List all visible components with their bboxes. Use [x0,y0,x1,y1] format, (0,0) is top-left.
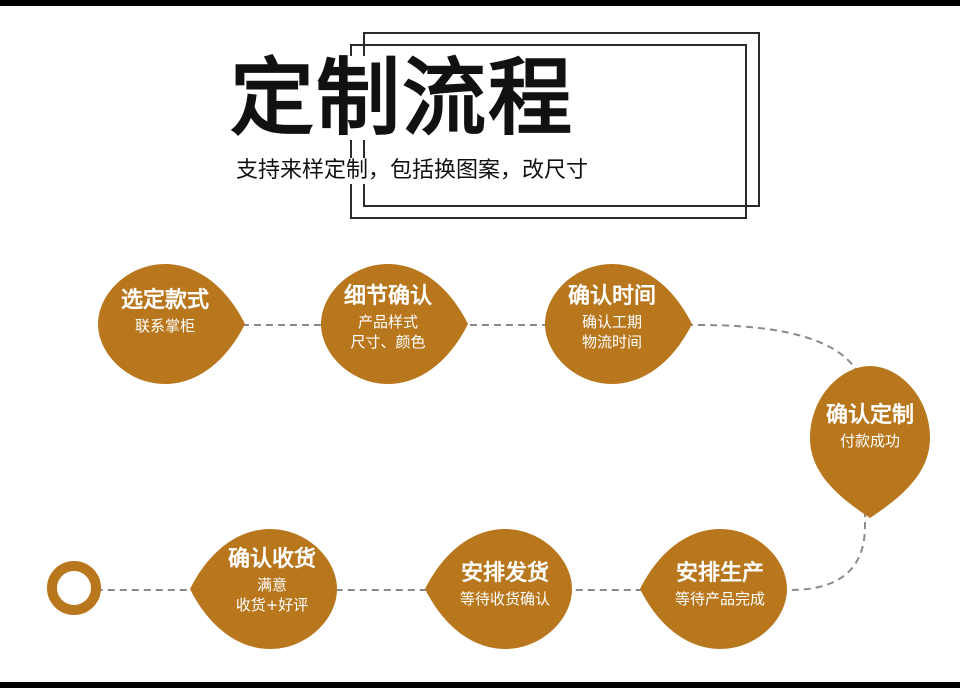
step-6-desc: 等待收货确认 [425,589,585,609]
step-6: 安排发货 等待收货确认 [425,561,585,682]
step-7-line2: 收货+好评 [235,596,309,615]
step-2-line1: 产品样式 [357,313,418,332]
step-2-name: 细节确认 [343,284,432,309]
step-1: 选定款式 联系掌柜 [85,288,245,417]
step-5-line1: 等待产品完成 [674,590,765,609]
step-1-line1: 联系掌柜 [134,317,195,336]
flow-canvas: 定制流程 支持来样定制，包括换图案，改尺寸 选定款式 联系掌柜 细节确认 产品样… [0,6,960,682]
step-3-line2: 物流时间 [581,333,642,352]
step-drop-3 [545,264,692,384]
step-4-line1: 付款成功 [839,432,900,451]
connector-path [70,324,866,591]
step-4: 确认定制 付款成功 [790,403,950,532]
step-6-name: 安排发货 [460,561,549,586]
step-7-line1: 满意 [256,576,287,595]
step-drop-7 [190,529,337,649]
step-7-name: 确认收货 [227,547,316,572]
step-1-name: 选定款式 [120,288,209,313]
step-drop-6 [425,529,572,649]
page-subtitle: 支持来样定制，包括换图案，改尺寸 [232,158,593,185]
step-3: 确认时间 确认工期 物流时间 [532,284,692,413]
title-block: 定制流程 支持来样定制，包括换图案，改尺寸 [210,54,660,196]
step-5: 安排生产 等待产品完成 [640,561,800,682]
step-1-desc: 联系掌柜 [85,316,245,336]
step-6-line1: 等待收货确认 [459,590,550,609]
step-3-desc: 确认工期 物流时间 [532,312,692,353]
step-2-desc: 产品样式 尺寸、颜色 [308,312,468,353]
process-diagram [47,264,930,649]
page-title: 定制流程 [224,56,581,140]
step-4-desc: 付款成功 [790,431,950,451]
step-drop-2 [321,264,468,384]
step-2-line2: 尺寸、颜色 [350,333,426,352]
step-2: 细节确认 产品样式 尺寸、颜色 [308,284,468,413]
step-drop-4 [810,366,930,518]
end-ring-icon [47,561,101,615]
step-4-name: 确认定制 [825,403,914,428]
step-drop-5 [640,529,787,649]
step-5-name: 安排生产 [675,561,764,586]
step-7: 确认收货 满意 收货+好评 [192,547,352,676]
step-3-name: 确认时间 [567,284,656,309]
step-3-line1: 确认工期 [581,313,642,332]
step-5-desc: 等待产品完成 [640,589,800,609]
step-drop-1 [98,264,245,384]
step-7-desc: 满意 收货+好评 [192,575,352,616]
